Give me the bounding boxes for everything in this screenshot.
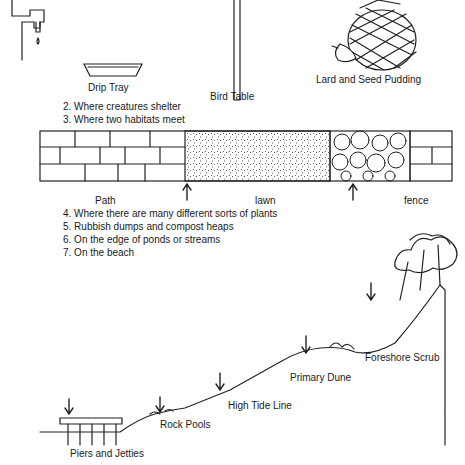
habitat-strip (40, 131, 452, 181)
beach-label: Piers and Jetties (70, 448, 144, 460)
beach-label: Foreshore Scrub (365, 352, 439, 364)
strip-label: Path (95, 195, 116, 207)
dune-grass (330, 343, 354, 349)
list-item: 2. Where creatures shelter (63, 101, 181, 113)
drip (37, 38, 39, 44)
list-item: 6. On the edge of ponds or streams (63, 234, 220, 246)
drip-tray (84, 64, 142, 76)
strip-label: fence (404, 195, 428, 207)
beach-label: High Tide Line (228, 400, 292, 412)
strip-label: lawn (255, 195, 276, 207)
item-label: Drip Tray (88, 82, 129, 94)
paving (40, 131, 452, 181)
list-item: 5. Rubbish dumps and compost heaps (63, 221, 234, 233)
list-item: 4. Where there are many different sorts … (63, 208, 277, 220)
hedge (330, 131, 410, 181)
trees (395, 234, 457, 300)
lawn-area (185, 131, 330, 181)
beach-label: Primary Dune (290, 372, 351, 384)
item-label: Bird Table (210, 91, 254, 103)
beach-profile (40, 285, 445, 445)
pointer-arrows (65, 283, 375, 414)
lard-pudding (332, 0, 416, 70)
beach-label: Rock Pools (160, 419, 211, 431)
piers (60, 418, 122, 445)
list-item: 7. On the beach (63, 247, 134, 259)
list-item: 3. Where two habitats meet (63, 114, 185, 126)
bird-table-post (234, 0, 240, 100)
item-label: Lard and Seed Pudding (316, 74, 421, 86)
tap (12, 0, 44, 60)
